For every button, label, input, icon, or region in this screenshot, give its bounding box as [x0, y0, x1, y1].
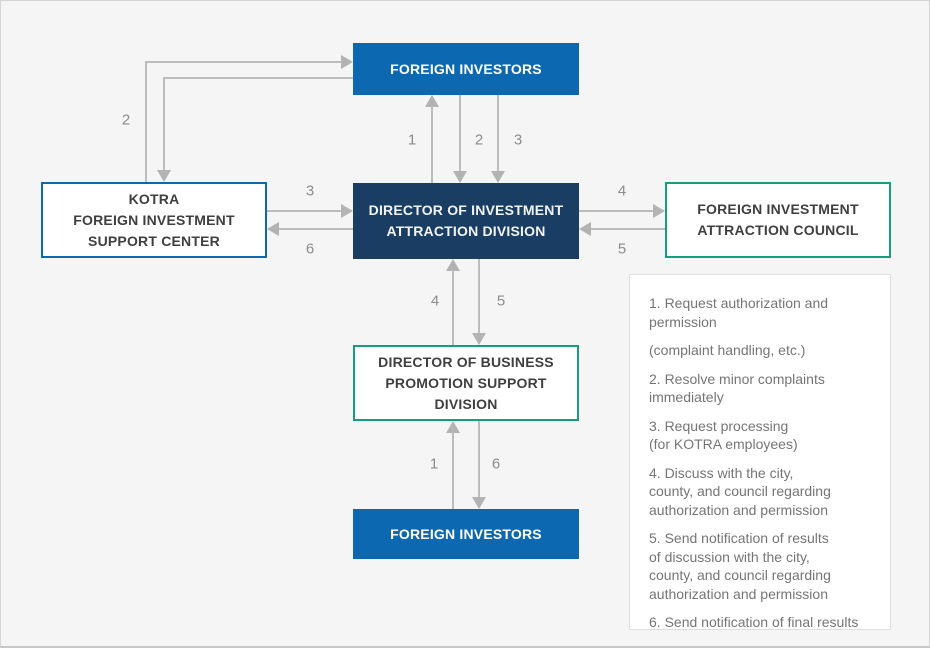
- arrow-label: 4: [617, 182, 627, 200]
- arrow-line: [459, 95, 461, 172]
- arrow-head-down-icon: [472, 333, 486, 345]
- arrow-line: [145, 61, 147, 182]
- arrow-head-right-icon: [653, 204, 665, 218]
- arrow-line: [267, 210, 343, 212]
- arrow-label: 1: [407, 131, 417, 149]
- arrow-label: 5: [617, 240, 627, 258]
- director-business-promotion-box: DIRECTOR OF BUSINESS PROMOTION SUPPORT D…: [353, 345, 579, 421]
- arrow-label: 2: [474, 131, 484, 149]
- arrow-head-up-icon: [446, 259, 460, 271]
- legend-item-6: 6. Send notification of final results: [649, 614, 859, 630]
- arrow-label: 3: [513, 131, 523, 149]
- arrow-head-down-icon: [453, 171, 467, 183]
- arrow-label: 3: [305, 182, 315, 200]
- arrow-line: [452, 432, 454, 509]
- arrow-line: [278, 228, 353, 230]
- arrow-line: [452, 270, 454, 345]
- legend-item-3: 3. Request processing (for KOTRA employe…: [649, 417, 798, 453]
- arrow-label: 6: [305, 240, 315, 258]
- arrow-label: 5: [496, 292, 506, 310]
- foreign-investors-top-box: FOREIGN INVESTORS: [353, 43, 579, 95]
- legend-item-4: 4. Discuss with the city, county, and co…: [649, 464, 831, 518]
- foreign-investors-bottom-box: FOREIGN INVESTORS: [353, 509, 579, 559]
- arrow-head-down-icon: [491, 171, 505, 183]
- arrow-label: 6: [491, 455, 501, 473]
- arrow-head-right-icon: [341, 204, 353, 218]
- arrow-line: [579, 210, 655, 212]
- arrow-head-left-icon: [579, 222, 591, 236]
- legend-item-1-note: (complaint handling, etc.): [649, 342, 806, 358]
- arrow-line: [163, 77, 353, 79]
- arrow-label: 4: [430, 292, 440, 310]
- arrow-head-up-icon: [446, 421, 460, 433]
- arrow-line: [163, 77, 165, 170]
- director-investment-attraction-box: DIRECTOR OF INVESTMENT ATTRACTION DIVISI…: [353, 183, 579, 259]
- arrow-line: [478, 259, 480, 334]
- foreign-investment-attraction-council-box: FOREIGN INVESTMENT ATTRACTION COUNCIL: [665, 182, 891, 258]
- arrow-label: 2: [121, 111, 131, 129]
- arrow-line: [145, 61, 341, 63]
- arrow-label: 1: [429, 455, 439, 473]
- legend-item-2: 2. Resolve minor complaints immediately: [649, 370, 825, 406]
- legend-panel: 1. Request authorization and permission …: [629, 274, 891, 630]
- arrow-line: [590, 228, 665, 230]
- arrow-line: [478, 421, 480, 498]
- arrow-head-right-icon: [341, 55, 353, 69]
- legend-item-5: 5. Send notification of results of discu…: [649, 530, 831, 602]
- arrow-line: [497, 95, 499, 172]
- arrow-head-down-icon: [472, 497, 486, 509]
- legend-item-1: 1. Request authorization and permission: [649, 295, 829, 330]
- arrow-line: [431, 106, 433, 183]
- arrow-head-up-icon: [425, 95, 439, 107]
- arrow-head-left-icon: [267, 222, 279, 236]
- kotra-support-center-box: KOTRA FOREIGN INVESTMENT SUPPORT CENTER: [41, 182, 267, 258]
- arrow-head-down-icon: [157, 170, 171, 182]
